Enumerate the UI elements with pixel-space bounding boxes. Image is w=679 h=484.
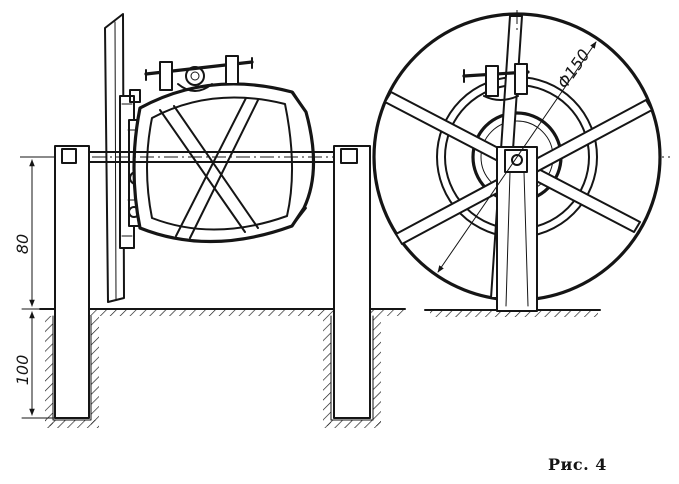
dimension-marks: 80 100 <box>13 156 55 419</box>
post-hole-left <box>45 315 99 428</box>
figure-caption: Рис. 4 <box>548 455 607 474</box>
dim-label-100: 100 <box>13 355 32 386</box>
top-clamp <box>144 55 254 92</box>
post-hole-right <box>323 315 381 428</box>
post-left <box>54 145 90 419</box>
dim-label-80: 80 <box>13 234 32 254</box>
front-view: Φ150 <box>372 10 662 317</box>
side-view: 80 100 <box>13 13 670 428</box>
front-post <box>496 146 538 312</box>
axle <box>63 151 371 163</box>
post-right <box>333 145 371 419</box>
